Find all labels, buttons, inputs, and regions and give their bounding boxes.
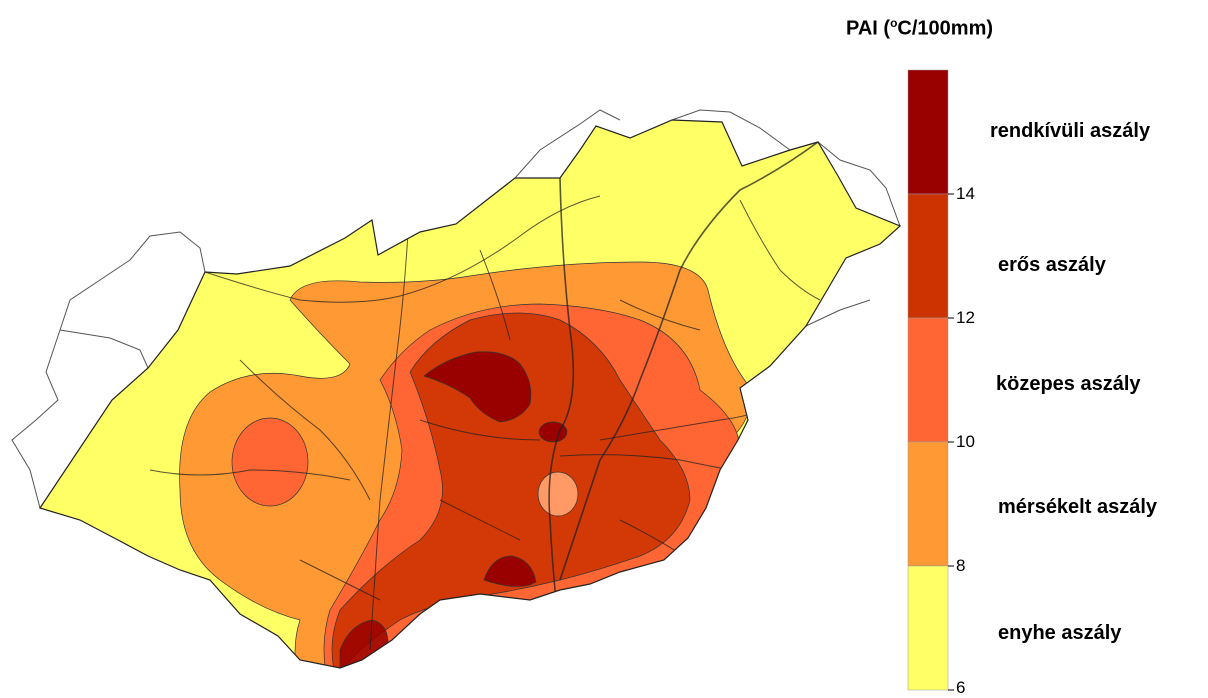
zone-kozepes-west <box>231 417 309 507</box>
legend-ticks <box>948 193 954 691</box>
legend-label-rendkivuli: rendkívüli aszály <box>990 120 1151 142</box>
zone-rendkivuli-center <box>538 421 568 443</box>
legend-label-kozepes: közepes aszály <box>996 373 1141 395</box>
rivers-and-boundaries <box>149 141 821 651</box>
legend-tick-6: 6 <box>956 678 966 697</box>
legend-colorbar <box>907 69 949 691</box>
legend-swatch-enyhe <box>907 565 949 691</box>
legend-tick-8: 8 <box>956 556 966 575</box>
zone-rendkivuli-south <box>483 555 537 587</box>
legend-title: PAI (oC/100mm) <box>846 16 994 40</box>
legend-swatch-eros <box>907 193 949 319</box>
legend-label-enyhe: enyhe aszály <box>998 622 1122 644</box>
legend-swatch-rendkivuli <box>907 69 949 195</box>
legend-label-eros: erős aszály <box>998 254 1106 276</box>
country-outline <box>39 119 902 669</box>
zone-eros <box>331 312 691 668</box>
legend-swatch-kozepes <box>907 317 949 443</box>
legend-tick-12: 12 <box>956 308 975 327</box>
zone-mersekelt-spot <box>537 471 579 517</box>
legend-swatch-mersekelt <box>907 441 949 567</box>
legend-tick-14: 14 <box>956 184 975 203</box>
zone-rendkivuli-north <box>423 351 532 423</box>
legend-tick-10: 10 <box>956 432 975 451</box>
legend-label-mersekelt: mérsékelt aszály <box>998 496 1158 518</box>
